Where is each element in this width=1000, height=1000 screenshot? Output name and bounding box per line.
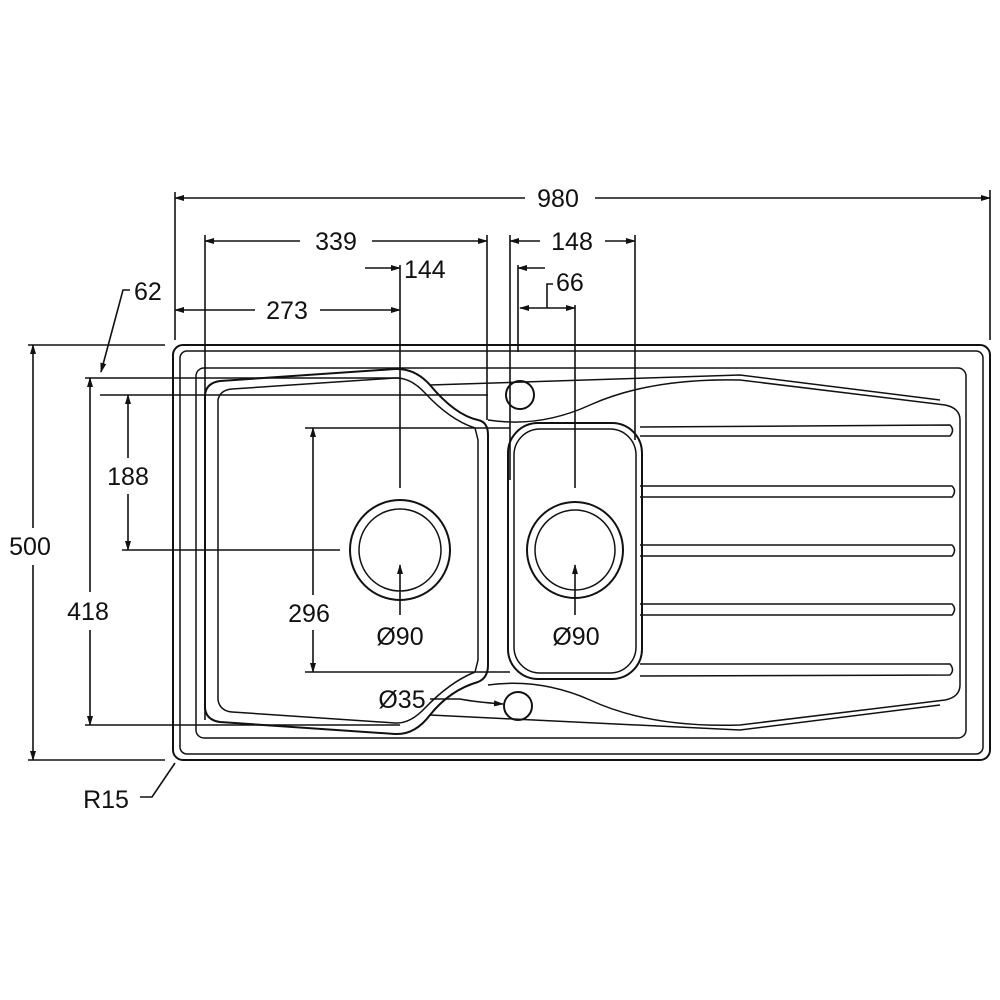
label-main-bowl-depth: 296: [288, 600, 330, 628]
main-bowl: [204, 367, 489, 736]
label-main-waste-offset: 144: [404, 256, 446, 284]
label-overall-width: 980: [537, 185, 579, 213]
tap-hole-bottom: [503, 691, 533, 721]
label-waste-from-top: 188: [107, 463, 149, 491]
tap-hole-top: [505, 380, 535, 410]
drainer-grooves: [639, 424, 956, 677]
label-edge-inset: 62: [134, 278, 162, 306]
label-edge-to-main-waste: 273: [266, 297, 308, 325]
label-corner-radius: R15: [83, 786, 129, 814]
label-overall-depth: 500: [9, 533, 51, 561]
label-half-waste-offset: 66: [556, 269, 584, 297]
label-tap-hole-diameter: Ø35: [378, 686, 425, 714]
label-half-waste-diameter: Ø90: [552, 623, 599, 651]
drainer: [429, 374, 961, 731]
label-bowl-depth-span: 418: [67, 598, 109, 626]
dimension-lines: [28, 190, 991, 798]
label-main-waste-diameter: Ø90: [376, 623, 423, 651]
label-main-bowl-width: 339: [315, 228, 357, 256]
sink-outline: [172, 344, 991, 761]
label-half-bowl-width: 148: [551, 228, 593, 256]
